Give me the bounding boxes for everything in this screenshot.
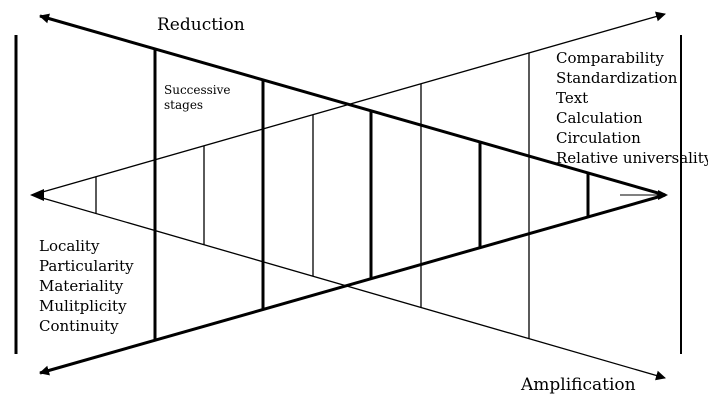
right-list-item: Comparability xyxy=(556,49,664,67)
right-list-item: Calculation xyxy=(556,109,643,127)
right-list-item: Standardization xyxy=(556,69,678,87)
amplification-upper-arrow xyxy=(31,11,666,196)
reduction-arrow xyxy=(39,13,666,197)
right-list-item: Relative universality xyxy=(556,149,708,167)
left-list-item: Mulitplicity xyxy=(39,297,127,315)
left-list-item: Continuity xyxy=(39,317,119,335)
amplification-arrow xyxy=(31,194,666,381)
left-list-item: Materiality xyxy=(39,277,124,295)
left-list-item: Particularity xyxy=(39,257,134,275)
right-list-item: Circulation xyxy=(556,129,641,147)
left-attribute-list: Locality Particularity Materiality Mulit… xyxy=(39,236,134,336)
left-list-item: Locality xyxy=(39,237,100,255)
amplification-label: Amplification xyxy=(521,375,636,395)
right-attribute-list: Comparability Standardization Text Calcu… xyxy=(556,48,708,168)
amplification-apex-arrowhead xyxy=(30,189,44,201)
reduction-label: Reduction xyxy=(157,15,245,35)
right-list-item: Text xyxy=(556,89,589,107)
successive-stages-label: Successive stages xyxy=(164,83,231,112)
reduction-lower-arrow xyxy=(39,193,666,376)
